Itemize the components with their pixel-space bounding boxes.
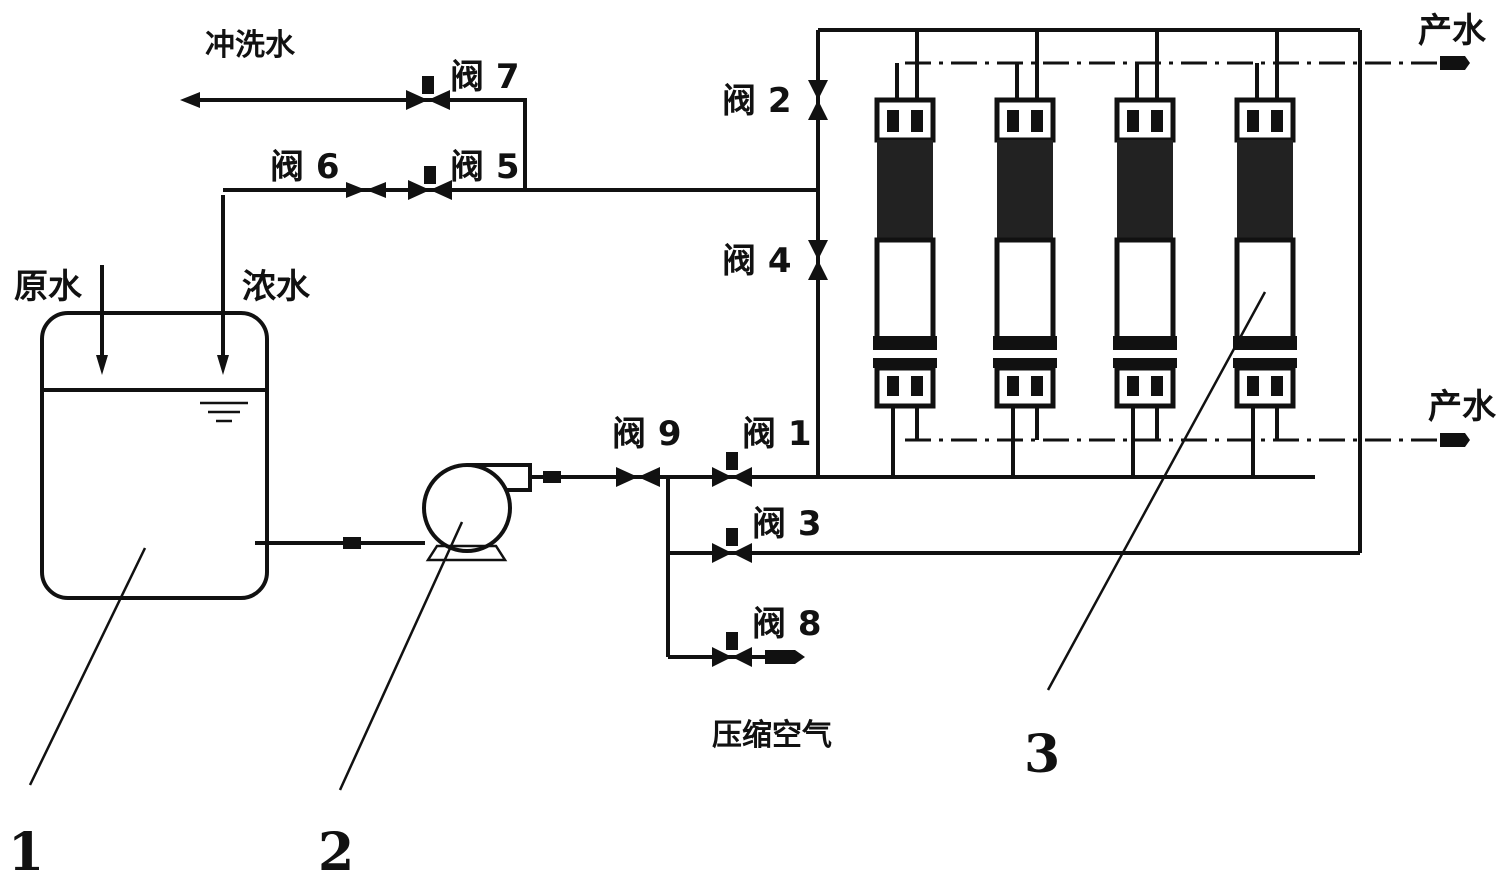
callout-1-tank: 1 [8,822,44,879]
valve-6-label: 阀 6 [270,147,340,187]
valve-5-label: 阀 5 [450,147,520,187]
valve-4-label: 阀 4 [722,241,792,281]
valve-7[interactable] [406,76,450,110]
flush-water-label: 冲洗水 [205,28,296,63]
valve-6[interactable] [346,182,386,198]
membrane-module-1 [873,30,937,477]
centrifugal-pump [422,463,561,562]
callout-3-modules: 3 [1024,724,1060,785]
valve-8-label: 阀 8 [752,604,822,644]
valve-9-label: 阀 9 [612,414,682,454]
valve-3[interactable] [712,528,752,563]
flush-water-pipe [185,98,527,190]
callout-2-pump: 2 [318,822,354,879]
callout-line-3 [1046,291,1267,691]
valve-5[interactable] [408,166,452,200]
product-water-bottom-label: 产水 [1428,387,1497,427]
raw-water-tank [40,195,269,600]
valve-3-label: 阀 3 [752,504,822,544]
callout-line-2 [338,521,464,791]
membrane-modules [873,30,1297,477]
concentrate-label: 浓水 [242,267,311,307]
membrane-module-2 [993,30,1057,477]
membrane-module-4 [1233,30,1297,477]
valve-2[interactable] [808,80,828,120]
valve-7-label: 阀 7 [450,57,520,97]
valve-1[interactable] [712,452,752,487]
raw-water-label: 原水 [14,267,83,307]
valve-4[interactable] [808,240,828,280]
callout-line-1 [28,547,147,786]
valve-2-label: 阀 2 [722,81,792,121]
compressed-air-label: 压缩空气 [712,718,832,753]
valve-8[interactable] [712,632,805,667]
valve-1-label: 阀 1 [742,414,812,454]
membrane-module-3 [1113,30,1177,477]
product-water-top-label: 产水 [1418,11,1487,51]
valve-9[interactable] [616,467,660,487]
